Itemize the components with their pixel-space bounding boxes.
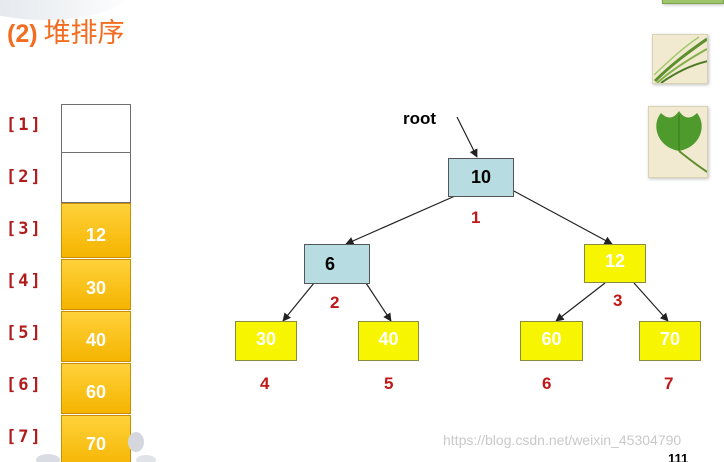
array-index-label: [1]: [6, 115, 43, 135]
ginkgo-image-decoration: [648, 106, 708, 178]
edge-3-6: [555, 282, 606, 322]
node-index-label: 1: [471, 208, 481, 227]
grass-icon: [653, 35, 707, 83]
edge-2-5: [363, 279, 392, 322]
node-index-label: 4: [260, 374, 270, 393]
node-index-label: 2: [330, 293, 340, 312]
tree-node: 6: [304, 244, 370, 284]
node-index-label: 5: [384, 374, 394, 393]
node-index-label: 6: [542, 374, 552, 393]
array-index-label: [3]: [6, 219, 43, 239]
array-index-label: [6]: [6, 375, 43, 395]
tree-node: 12: [584, 244, 646, 283]
array-index-label: [7]: [6, 427, 43, 447]
tree-node: 60: [520, 321, 583, 361]
tree-node: 70: [639, 321, 701, 361]
edge-1-2: [345, 195, 456, 245]
root-label: root: [403, 109, 437, 128]
array-index-label: [4]: [6, 271, 43, 291]
array-cell: 70: [61, 415, 131, 462]
slide-title: (2)堆排序: [7, 20, 125, 47]
array-index-label: [2]: [6, 167, 43, 187]
array-index-label: [5]: [6, 323, 43, 343]
tree-node: 40: [358, 321, 419, 361]
array-cell: 12: [61, 203, 131, 258]
title-text: 堆排序: [43, 18, 125, 48]
edge-2-4: [282, 282, 315, 322]
array-cell: 40: [61, 311, 131, 362]
title-number: (2): [7, 20, 38, 48]
tree-node: 10: [448, 158, 514, 197]
node-index-label: 7: [664, 374, 674, 393]
ginkgo-leaf-icon: [649, 107, 707, 177]
grass-image-decoration: [652, 34, 708, 84]
watermark-text: https://blog.csdn.net/weixin_45304790: [443, 432, 682, 448]
tree-node: 30: [235, 321, 297, 361]
root-pointer-arrow: [456, 116, 478, 158]
node-index-label: 3: [613, 291, 623, 310]
leaf-image-top-decoration: [662, 0, 724, 4]
array-cell: 60: [61, 363, 131, 414]
array-cell-empty: [61, 152, 131, 203]
page-number: 111: [668, 451, 689, 462]
bottom-decoration: [36, 432, 156, 462]
array-cell: 30: [61, 259, 131, 310]
edge-3-7: [633, 282, 669, 322]
edge-1-3: [511, 189, 613, 245]
